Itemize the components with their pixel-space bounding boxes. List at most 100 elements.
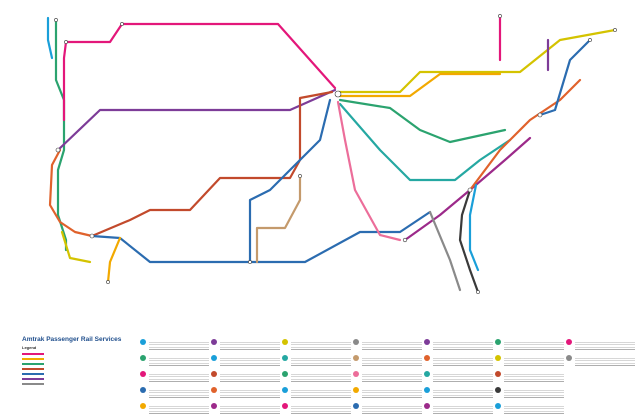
route-entry	[211, 402, 281, 418]
route-entry	[495, 386, 565, 402]
route-badge-icon	[211, 403, 217, 409]
route-description-texture	[504, 406, 564, 415]
legend-key	[22, 353, 132, 385]
route-entry	[495, 354, 565, 370]
route-badge-icon	[140, 355, 146, 361]
route-line-chicago-eastbound	[338, 30, 615, 92]
route-description-texture	[149, 374, 209, 383]
route-entry	[424, 338, 494, 354]
route-entry	[140, 402, 210, 418]
route-description-texture	[433, 358, 493, 367]
route-description-texture	[362, 358, 422, 367]
route-badge-icon	[211, 387, 217, 393]
route-description-texture	[362, 374, 422, 383]
legend-swatch	[22, 353, 44, 355]
route-entry	[495, 402, 565, 418]
route-badge-icon	[353, 355, 359, 361]
route-entry	[282, 338, 352, 354]
route-description-texture	[362, 406, 422, 415]
route-description-texture	[504, 390, 564, 399]
route-description-texture	[291, 390, 351, 399]
route-description-texture	[220, 406, 280, 415]
route-badge-icon	[353, 403, 359, 409]
route-badge-icon	[353, 387, 359, 393]
route-entry	[140, 338, 210, 354]
route-entry	[282, 386, 352, 402]
route-entry	[282, 354, 352, 370]
route-badge-icon	[495, 339, 501, 345]
map-legend: Amtrak Passenger Rail Services Legend	[22, 336, 132, 412]
route-badge-icon	[140, 403, 146, 409]
route-entry	[282, 370, 352, 386]
route-entry	[495, 370, 565, 386]
route-description-texture	[220, 374, 280, 383]
route-line-california-loop	[50, 150, 92, 236]
legend-heading: Legend	[22, 345, 132, 350]
route-line-pacific-north	[48, 18, 52, 58]
route-description-texture	[504, 374, 564, 383]
route-badge-icon	[424, 403, 430, 409]
route-badge-icon	[353, 371, 359, 377]
route-line-cardinal	[340, 104, 510, 180]
route-description-texture	[149, 390, 209, 399]
route-entry	[353, 370, 423, 386]
route-entry	[282, 402, 352, 418]
route-entry	[211, 370, 281, 386]
route-badge-icon	[211, 355, 217, 361]
route-line-carolinian	[470, 185, 478, 270]
route-badge-icon	[424, 371, 430, 377]
station-marker	[476, 290, 479, 293]
station-marker	[498, 14, 501, 17]
route-description-texture	[220, 342, 280, 351]
route-line-california-zephyr	[58, 90, 335, 150]
route-description-texture	[291, 358, 351, 367]
station-marker	[120, 22, 123, 25]
legend-swatch	[22, 383, 44, 385]
route-entry	[353, 354, 423, 370]
route-badge-icon	[353, 339, 359, 345]
station-marker	[248, 260, 251, 263]
legend-swatch	[22, 368, 44, 370]
route-description-texture	[291, 374, 351, 383]
route-entry	[211, 354, 281, 370]
legend-swatch	[22, 363, 44, 365]
route-badge-icon	[424, 387, 430, 393]
route-badge-icon	[566, 339, 572, 345]
route-description-texture	[575, 342, 635, 351]
route-badge-icon	[282, 387, 288, 393]
route-badge-icon	[211, 339, 217, 345]
route-badge-icon	[495, 371, 501, 377]
route-line-sunset-limited	[92, 212, 430, 262]
route-entry	[140, 386, 210, 402]
route-badge-icon	[424, 355, 430, 361]
route-description-texture	[220, 390, 280, 399]
station-marker	[64, 40, 67, 43]
route-description-texture	[149, 406, 209, 415]
route-entry	[424, 402, 494, 418]
route-badge-icon	[211, 371, 217, 377]
route-entry	[495, 338, 565, 354]
route-line-southwest-branch	[108, 238, 120, 282]
route-line-capitol-limited	[340, 100, 505, 142]
station-marker	[335, 91, 341, 97]
route-badge-icon	[282, 371, 288, 377]
route-badge-icon	[140, 387, 146, 393]
route-badge-icon	[140, 371, 146, 377]
route-badge-icon	[495, 387, 501, 393]
station-marker	[54, 18, 57, 21]
route-description-texture	[220, 358, 280, 367]
route-badge-icon	[424, 339, 430, 345]
route-description-texture	[433, 342, 493, 351]
station-marker	[613, 28, 616, 31]
route-entry	[424, 370, 494, 386]
route-entry	[566, 354, 636, 370]
route-entry	[566, 338, 636, 354]
legend-swatch	[22, 373, 44, 375]
route-line-heartland-flyer	[257, 176, 300, 262]
route-badge-icon	[282, 403, 288, 409]
station-marker	[90, 234, 94, 238]
route-line-florida-branch	[430, 212, 460, 290]
station-marker	[588, 38, 591, 41]
route-description-texture	[433, 390, 493, 399]
route-description-texture	[291, 406, 351, 415]
